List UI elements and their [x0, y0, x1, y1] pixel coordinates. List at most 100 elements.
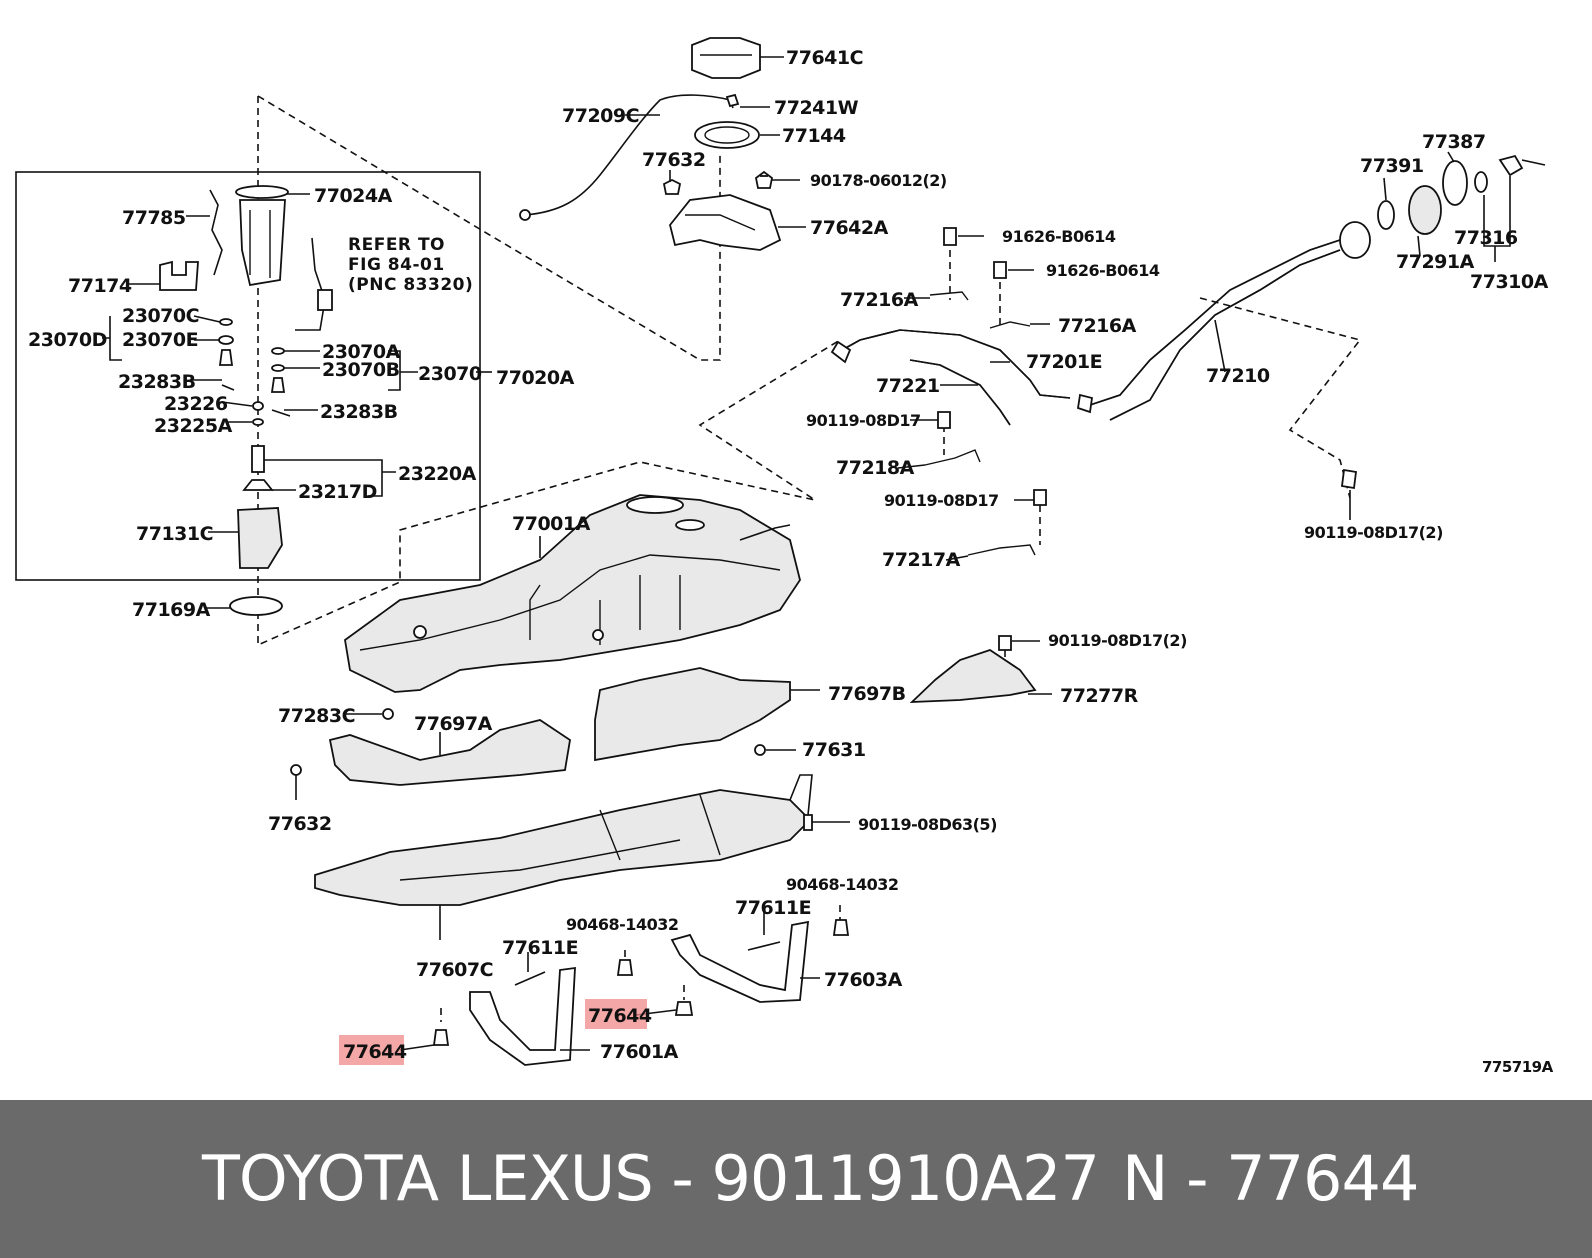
label-77001A: 77001A [512, 513, 591, 535]
service-cover-part [691, 37, 761, 79]
refer-note-line2: FIG 84-01 [348, 255, 445, 275]
refer-note-line3: (PNC 83320) [348, 275, 473, 295]
pin-a-part [514, 971, 546, 986]
protector-b-part [594, 667, 791, 762]
label-77221: 77221 [876, 375, 940, 397]
cap-291A-part [1408, 185, 1442, 235]
label-77697A: 77697A [414, 713, 493, 735]
label-90119-08D63: 90119-08D63(5) [858, 815, 997, 834]
label-77316: 77316 [1454, 227, 1518, 249]
label-77201E: 77201E [1026, 351, 1102, 373]
label-77217A: 77217A [882, 549, 961, 571]
filler-dashed-guide [1199, 297, 1362, 499]
label-77283C: 77283C [278, 705, 355, 727]
label-23070C: 23070C [122, 305, 199, 327]
o-ring-part [229, 596, 283, 616]
label-23070B: 23070B [322, 359, 400, 381]
label-23220A: 23220A [398, 463, 477, 485]
label-90119-08D17-b: 90119-08D17 [884, 491, 999, 510]
fuel-pump-module [235, 185, 289, 287]
label-90468-14032-right: 90468-14032 [786, 875, 898, 894]
gasket-part [694, 121, 760, 149]
label-23217D: 23217D [298, 481, 377, 503]
label-90178-06012: 90178-06012(2) [810, 171, 947, 190]
label-91626-B0614-bottom: 91626-B0614 [1046, 261, 1160, 280]
label-77216A-left: 77216A [840, 289, 919, 311]
label-77241W: 77241W [774, 97, 859, 119]
label-77391: 77391 [1360, 155, 1424, 177]
filler-neck-part [1339, 221, 1371, 259]
label-77632-bottom: 77632 [268, 813, 332, 835]
filter-cap-part [242, 479, 274, 491]
bolt-a-part [432, 1029, 450, 1046]
cover-dashed-guide [257, 95, 721, 361]
plug-part [382, 708, 394, 720]
protector-r-part [909, 649, 1037, 703]
highlight-77644-left [339, 1035, 404, 1065]
label-77601A: 77601A [600, 1041, 679, 1063]
clamp-218A-part [924, 449, 981, 466]
label-77644-left: 77644 [343, 1041, 407, 1063]
highlight-77644-center [585, 999, 647, 1029]
label-23283B-left: 23283B [118, 371, 196, 393]
strap-bolt-guides [440, 905, 841, 1022]
label-23070: 23070 [418, 363, 482, 385]
tank-vent-tube [739, 524, 791, 541]
label-77131C: 77131C [136, 523, 213, 545]
wire-harness-part [524, 94, 734, 216]
clamp-a-part [929, 291, 969, 301]
clamp-217A-part [967, 544, 1036, 556]
ring-387-part [1442, 160, 1468, 206]
footer-part-number: TOYOTA LEXUS - 9011910A27 [202, 1142, 1100, 1215]
label-77169A: 77169A [132, 599, 211, 621]
label-77174: 77174 [68, 275, 132, 297]
label-77310A: 77310A [1470, 271, 1549, 293]
label-77024A: 77024A [314, 185, 393, 207]
label-77291A: 77291A [1396, 251, 1475, 273]
label-90119-08D17-d: 90119-08D17(2) [1304, 523, 1443, 542]
label-77644-center: 77644 [588, 1005, 652, 1027]
label-77642A: 77642A [810, 217, 889, 239]
gasket-391-part [1377, 200, 1395, 230]
label-77641C: 77641C [786, 47, 863, 69]
fuel-filter-part [251, 445, 265, 473]
sender-gauge-part [295, 237, 326, 331]
parts-diagram: 77641C 77209C 77241W 77144 77632 90178-0… [15, 37, 1554, 1076]
pump-bracket-part [237, 507, 283, 569]
bracket-part [669, 194, 782, 251]
label-23226: 23226 [164, 393, 228, 415]
refer-note-line1: REFER TO [348, 235, 445, 255]
label-77697B: 77697B [828, 683, 906, 705]
fuel-pump-assembly-box [15, 171, 481, 581]
leader-lines [102, 56, 1511, 1051]
label-77611E-left: 77611E [502, 937, 578, 959]
under-plate-part [314, 789, 812, 906]
label-77632-top: 77632 [642, 149, 706, 171]
label-23070E: 23070E [122, 329, 198, 351]
sender-wire-part [209, 189, 223, 276]
label-23225A: 23225A [154, 415, 233, 437]
label-77144: 77144 [782, 125, 846, 147]
label-90468-14032-left: 90468-14032 [566, 915, 678, 934]
pin-b-part [747, 941, 781, 951]
seal-316-part [1474, 171, 1488, 193]
label-77603A: 77603A [824, 969, 903, 991]
label-77611E-right: 77611E [735, 897, 811, 919]
figure-number: 775719A [1482, 1058, 1554, 1076]
label-77216A-right: 77216A [1058, 315, 1137, 337]
cap-310A-part [1498, 154, 1524, 177]
label-90119-08D17-a: 90119-08D17 [806, 411, 921, 430]
label-77607C: 77607C [416, 959, 493, 981]
footer-reference: N - 77644 [1122, 1142, 1419, 1215]
label-77218A: 77218A [836, 457, 915, 479]
strap-601A-part [469, 966, 576, 1066]
grommet-part [662, 178, 682, 195]
label-77631: 77631 [802, 739, 866, 761]
label-77785: 77785 [122, 207, 186, 229]
label-90119-08D17-c: 90119-08D17(2) [1048, 631, 1187, 650]
footer-bar: TOYOTA LEXUS - 9011910A27 N - 77644 [0, 1100, 1592, 1258]
protector-a-part [328, 719, 571, 786]
label-91626-B0614-top: 91626-B0614 [1002, 227, 1116, 246]
label-77020A: 77020A [496, 367, 575, 389]
pump-dashed-guide [257, 96, 841, 647]
